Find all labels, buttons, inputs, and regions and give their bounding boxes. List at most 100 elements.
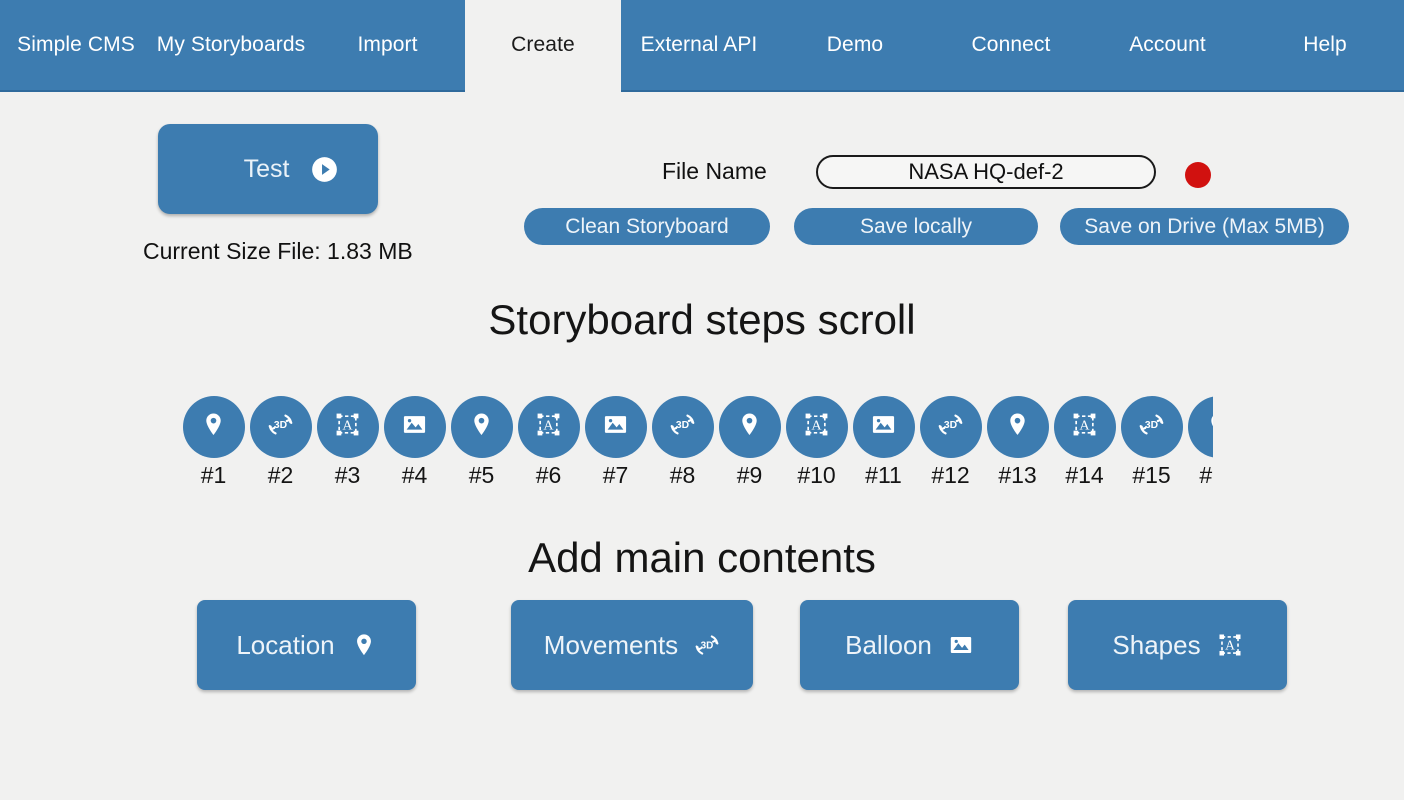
test-button[interactable]: Test — [158, 124, 378, 214]
save-on-drive-button[interactable]: Save on Drive (Max 5MB) — [1060, 208, 1349, 245]
step-icon-circle[interactable]: A — [1053, 396, 1116, 458]
nav-item-label: My Storyboards — [156, 33, 306, 56]
storyboard-step[interactable]: 3D #2 — [247, 396, 314, 489]
storyboard-step[interactable]: A #10 — [783, 396, 850, 489]
svg-text:3D: 3D — [944, 420, 958, 431]
storyboard-step[interactable]: A #6 — [515, 396, 582, 489]
step-label: #6 — [535, 462, 562, 488]
image-icon — [401, 411, 428, 443]
nav-item-label: Demo — [826, 33, 884, 56]
nav-item-label: Simple CMS — [17, 33, 135, 56]
step-label: #7 — [602, 462, 629, 488]
svg-text:3D: 3D — [701, 640, 714, 651]
nav-item-demo[interactable]: Demo — [777, 0, 933, 91]
step-label: #15 — [1132, 462, 1171, 488]
nav-item-help[interactable]: Help — [1246, 0, 1404, 91]
storyboard-step[interactable]: #1 — [180, 396, 247, 489]
rotate-3d-icon: 3D — [1138, 411, 1165, 443]
clean-storyboard-button[interactable]: Clean Storyboard — [524, 208, 770, 245]
nav-item-simple-cms[interactable]: Simple CMS — [0, 0, 152, 91]
location-pin-icon — [736, 411, 763, 443]
step-label: #5 — [468, 462, 495, 488]
step-icon-circle[interactable]: 3D — [1120, 396, 1183, 458]
movements-button[interactable]: Movements 3D — [511, 600, 753, 690]
test-button-label: Test — [243, 154, 290, 183]
image-icon — [870, 411, 897, 443]
step-label: #14 — [1065, 462, 1104, 488]
storyboard-step[interactable]: #4 — [381, 396, 448, 489]
storyboard-step[interactable]: #16 — [1185, 396, 1213, 489]
nav-item-label: Create — [511, 33, 575, 56]
location-pin-icon — [200, 411, 227, 443]
nav-item-import[interactable]: Import — [310, 0, 465, 91]
step-icon-circle[interactable]: 3D — [651, 396, 714, 458]
step-icon-circle[interactable]: A — [785, 396, 848, 458]
rotate-3d-icon: 3D — [267, 411, 294, 443]
step-icon-circle[interactable] — [852, 396, 915, 458]
shape-a-icon: A — [334, 411, 361, 443]
storyboard-step[interactable]: A #14 — [1051, 396, 1118, 489]
rotate-3d-icon: 3D — [669, 411, 696, 443]
nav-item-create[interactable]: Create — [465, 0, 621, 92]
storyboard-step[interactable]: A #3 — [314, 396, 381, 489]
nav-item-account[interactable]: Account — [1089, 0, 1246, 91]
step-label: #10 — [797, 462, 836, 488]
file-name-label: File Name — [662, 158, 767, 184]
step-label: #3 — [334, 462, 361, 488]
step-icon-circle[interactable] — [182, 396, 245, 458]
storyboard-step[interactable]: #7 — [582, 396, 649, 489]
step-label: #12 — [931, 462, 970, 488]
storyboard-step[interactable]: #9 — [716, 396, 783, 489]
current-size-file-label: Current Size File: 1.83 MB — [143, 238, 413, 264]
shape-a-icon: A — [1217, 632, 1243, 658]
step-label: #2 — [267, 462, 294, 488]
nav-item-label: Help — [1303, 33, 1347, 56]
step-icon-circle[interactable]: A — [517, 396, 580, 458]
svg-text:A: A — [811, 417, 822, 433]
rotate-3d-icon: 3D — [937, 411, 964, 443]
step-label: #8 — [669, 462, 696, 488]
step-label: #13 — [998, 462, 1037, 488]
storyboard-step[interactable]: 3D #8 — [649, 396, 716, 489]
step-icon-circle[interactable] — [450, 396, 513, 458]
storyboard-steps-heading: Storyboard steps scroll — [488, 296, 916, 343]
step-icon-circle[interactable] — [718, 396, 781, 458]
step-icon-circle[interactable] — [584, 396, 647, 458]
svg-text:A: A — [543, 417, 554, 433]
nav-item-connect[interactable]: Connect — [933, 0, 1089, 91]
storyboard-step[interactable]: 3D #12 — [917, 396, 984, 489]
nav-item-label: External API — [640, 33, 758, 56]
step-label: #1 — [200, 462, 227, 488]
main-button-label: Movements — [543, 629, 679, 660]
step-icon-circle[interactable] — [1187, 396, 1213, 458]
balloon-button[interactable]: Balloon — [800, 600, 1019, 690]
image-icon — [602, 411, 629, 443]
storyboard-step[interactable]: 3D #15 — [1118, 396, 1185, 489]
step-icon-circle[interactable]: 3D — [919, 396, 982, 458]
play-circle-icon — [311, 156, 338, 183]
storyboard-step[interactable]: #13 — [984, 396, 1051, 489]
shape-a-icon: A — [535, 411, 562, 443]
step-label: #11 — [865, 462, 902, 488]
svg-text:3D: 3D — [676, 420, 690, 431]
storyboard-step[interactable]: #5 — [448, 396, 515, 489]
storyboard-steps-scroll[interactable]: #1 3D #2 A #3 #4 #5 A #6 #7 3D #8 #9 A #10 #11 3D #12 #13 A… — [180, 396, 1213, 496]
step-icon-circle[interactable]: 3D — [249, 396, 312, 458]
step-icon-circle[interactable] — [986, 396, 1049, 458]
save-locally-button[interactable]: Save locally — [794, 208, 1038, 245]
nav-item-external-api[interactable]: External API — [621, 0, 777, 91]
file-name-input[interactable] — [816, 155, 1156, 189]
location-button[interactable]: Location — [197, 600, 416, 690]
nav-item-my-storyboards[interactable]: My Storyboards — [152, 0, 310, 91]
step-icon-circle[interactable] — [383, 396, 446, 458]
location-pin-icon — [1205, 411, 1213, 443]
step-icon-circle[interactable]: A — [316, 396, 379, 458]
main-button-label: Location — [236, 629, 335, 660]
svg-text:A: A — [1079, 417, 1090, 433]
svg-text:3D: 3D — [274, 420, 288, 431]
svg-text:A: A — [1225, 638, 1235, 653]
location-pin-icon — [351, 632, 377, 658]
storyboard-step[interactable]: #11 — [850, 396, 917, 489]
